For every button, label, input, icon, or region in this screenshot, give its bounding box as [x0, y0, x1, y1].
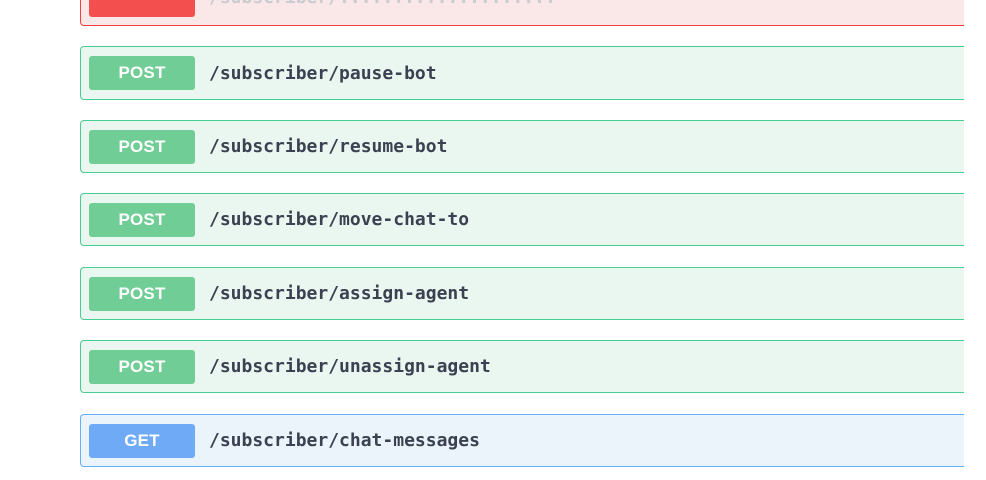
- method-badge-post: POST: [89, 129, 195, 164]
- endpoint-unassign-agent[interactable]: POST /subscriber/unassign-agent: [80, 340, 964, 393]
- method-badge-post: POST: [89, 56, 195, 90]
- endpoint-move-chat-to[interactable]: POST /subscriber/move-chat-to: [80, 193, 964, 246]
- endpoint-delete-subscriber[interactable]: /subscriber/....................: [80, 0, 964, 26]
- method-badge-post: POST: [89, 276, 195, 311]
- endpoint-pause-bot[interactable]: POST /subscriber/pause-bot: [80, 46, 964, 100]
- endpoint-list: /subscriber/.................... POST /s…: [80, 0, 964, 480]
- endpoint-path[interactable]: /subscriber/pause-bot: [209, 62, 437, 84]
- endpoint-path[interactable]: /subscriber/....................: [209, 0, 556, 8]
- method-badge-delete: [89, 0, 195, 17]
- endpoint-path[interactable]: /subscriber/move-chat-to: [209, 209, 470, 230]
- endpoint-path[interactable]: /subscriber/resume-bot: [209, 136, 448, 157]
- endpoint-resume-bot[interactable]: POST /subscriber/resume-bot: [80, 120, 964, 173]
- method-badge-post: POST: [89, 202, 195, 237]
- endpoint-path[interactable]: /subscriber/chat-messages: [209, 430, 480, 451]
- method-badge-post: POST: [89, 349, 195, 384]
- endpoint-assign-agent[interactable]: POST /subscriber/assign-agent: [80, 267, 964, 320]
- endpoint-path[interactable]: /subscriber/unassign-agent: [209, 356, 491, 377]
- endpoint-chat-messages[interactable]: GET /subscriber/chat-messages: [80, 414, 964, 467]
- method-badge-get: GET: [89, 423, 195, 458]
- endpoint-path[interactable]: /subscriber/assign-agent: [209, 283, 470, 304]
